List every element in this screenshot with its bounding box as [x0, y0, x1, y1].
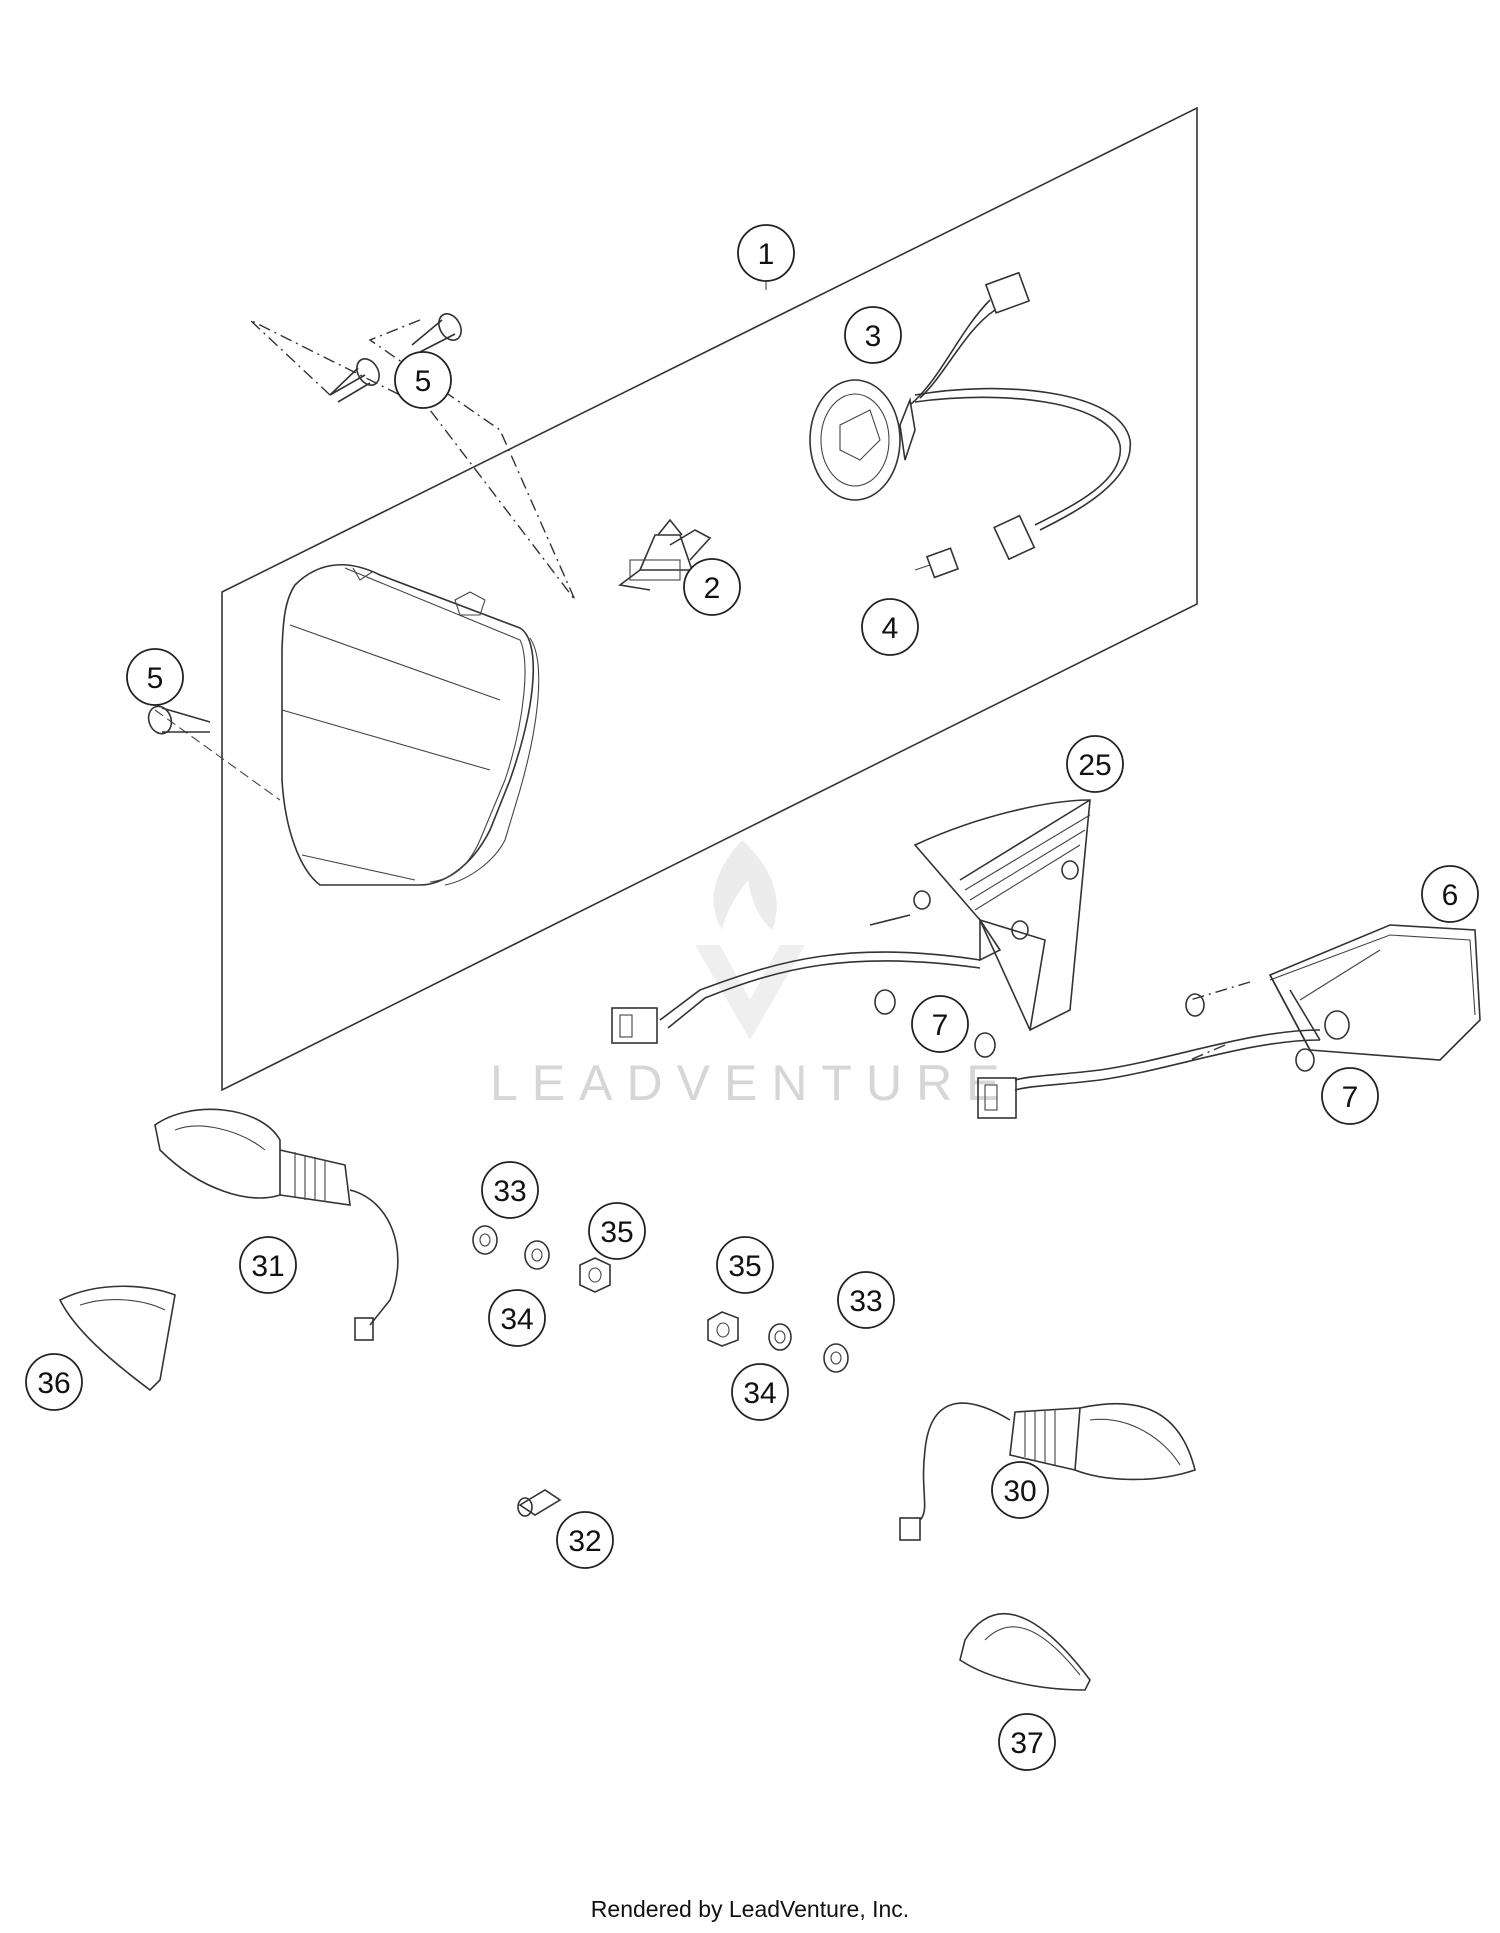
- callout-7-a: 7: [911, 995, 969, 1053]
- callout-7-b: 7: [1321, 1067, 1379, 1125]
- callout-33-right: 33: [837, 1271, 895, 1329]
- callout-3: 3: [844, 306, 902, 364]
- headlight-assembly-frame: [221, 106, 1198, 1092]
- svg-text:6: 6: [1442, 879, 1459, 912]
- callout-34-right: 34: [731, 1363, 789, 1421]
- license-plate-light: [977, 924, 1481, 1119]
- svg-text:35: 35: [728, 1250, 761, 1283]
- turn-signal-right: [899, 1402, 1196, 1541]
- svg-text:1: 1: [758, 238, 775, 271]
- callout-4: 4: [861, 598, 919, 656]
- callout-30: 30: [991, 1461, 1049, 1519]
- headlight-mask: [281, 564, 540, 886]
- callout-2: 2: [683, 558, 741, 616]
- svg-text:3: 3: [865, 320, 882, 353]
- callout-34-left: 34: [488, 1289, 546, 1347]
- callout-37: 37: [998, 1713, 1056, 1771]
- washer-34-left: [524, 1240, 550, 1270]
- watermark: LEADVENTURE: [490, 840, 1014, 1111]
- svg-text:5: 5: [147, 662, 164, 695]
- leader-lines: [154, 280, 767, 801]
- callout-6: 6: [1421, 865, 1479, 923]
- washer-33-right: [823, 1343, 849, 1373]
- screw-alignment-lines: [249, 319, 1251, 1061]
- callout-5-side: 5: [126, 648, 184, 706]
- washer-34-right: [768, 1323, 792, 1351]
- svg-text:7: 7: [932, 1009, 949, 1042]
- nut-35-right: [707, 1311, 739, 1347]
- turn-signal-bulb: [517, 1489, 562, 1517]
- watermark-flame-icon: [713, 840, 777, 930]
- callout-31: 31: [239, 1236, 297, 1294]
- svg-text:33: 33: [849, 1285, 882, 1318]
- svg-text:36: 36: [37, 1367, 70, 1400]
- callout-25: 25: [1066, 735, 1124, 793]
- parking-bulb: [914, 547, 960, 579]
- svg-text:32: 32: [568, 1525, 601, 1558]
- footer-credit: Rendered by LeadVenture, Inc.: [591, 1896, 909, 1922]
- turn-signal-left: [154, 1108, 399, 1341]
- svg-text:7: 7: [1342, 1081, 1359, 1114]
- watermark-text: LEADVENTURE: [490, 1055, 1014, 1111]
- svg-text:30: 30: [1003, 1475, 1036, 1508]
- svg-text:2: 2: [704, 572, 721, 605]
- svg-text:5: 5: [415, 365, 432, 398]
- callout-33-left: 33: [481, 1161, 539, 1219]
- washer-33-left: [472, 1225, 498, 1255]
- callout-35-left: 35: [588, 1202, 646, 1260]
- watermark-v-icon: [695, 945, 805, 1040]
- callout-35-right: 35: [716, 1236, 774, 1294]
- svg-text:25: 25: [1078, 749, 1111, 782]
- callout-36: 36: [25, 1353, 83, 1411]
- svg-text:31: 31: [251, 1250, 284, 1283]
- svg-text:33: 33: [493, 1175, 526, 1208]
- headlight-reflector: [809, 271, 1131, 561]
- nut-35-left: [579, 1257, 611, 1293]
- callout-5-top: 5: [394, 351, 452, 409]
- headlight-screw-mid: [411, 313, 462, 353]
- svg-text:34: 34: [500, 1303, 533, 1336]
- callout-32: 32: [556, 1511, 614, 1569]
- svg-text:4: 4: [882, 612, 899, 645]
- headlight-screw-side: [147, 705, 211, 735]
- tail-light: [611, 799, 1091, 1058]
- turn-signal-cover-left: [58, 1285, 176, 1392]
- callout-1: 1: [737, 224, 795, 282]
- svg-text:37: 37: [1010, 1727, 1043, 1760]
- svg-text:34: 34: [743, 1377, 776, 1410]
- headlight-bulb: [618, 518, 712, 591]
- svg-text:35: 35: [600, 1216, 633, 1249]
- turn-signal-cover-right: [959, 1612, 1091, 1691]
- headlight-screw-top: [329, 358, 380, 403]
